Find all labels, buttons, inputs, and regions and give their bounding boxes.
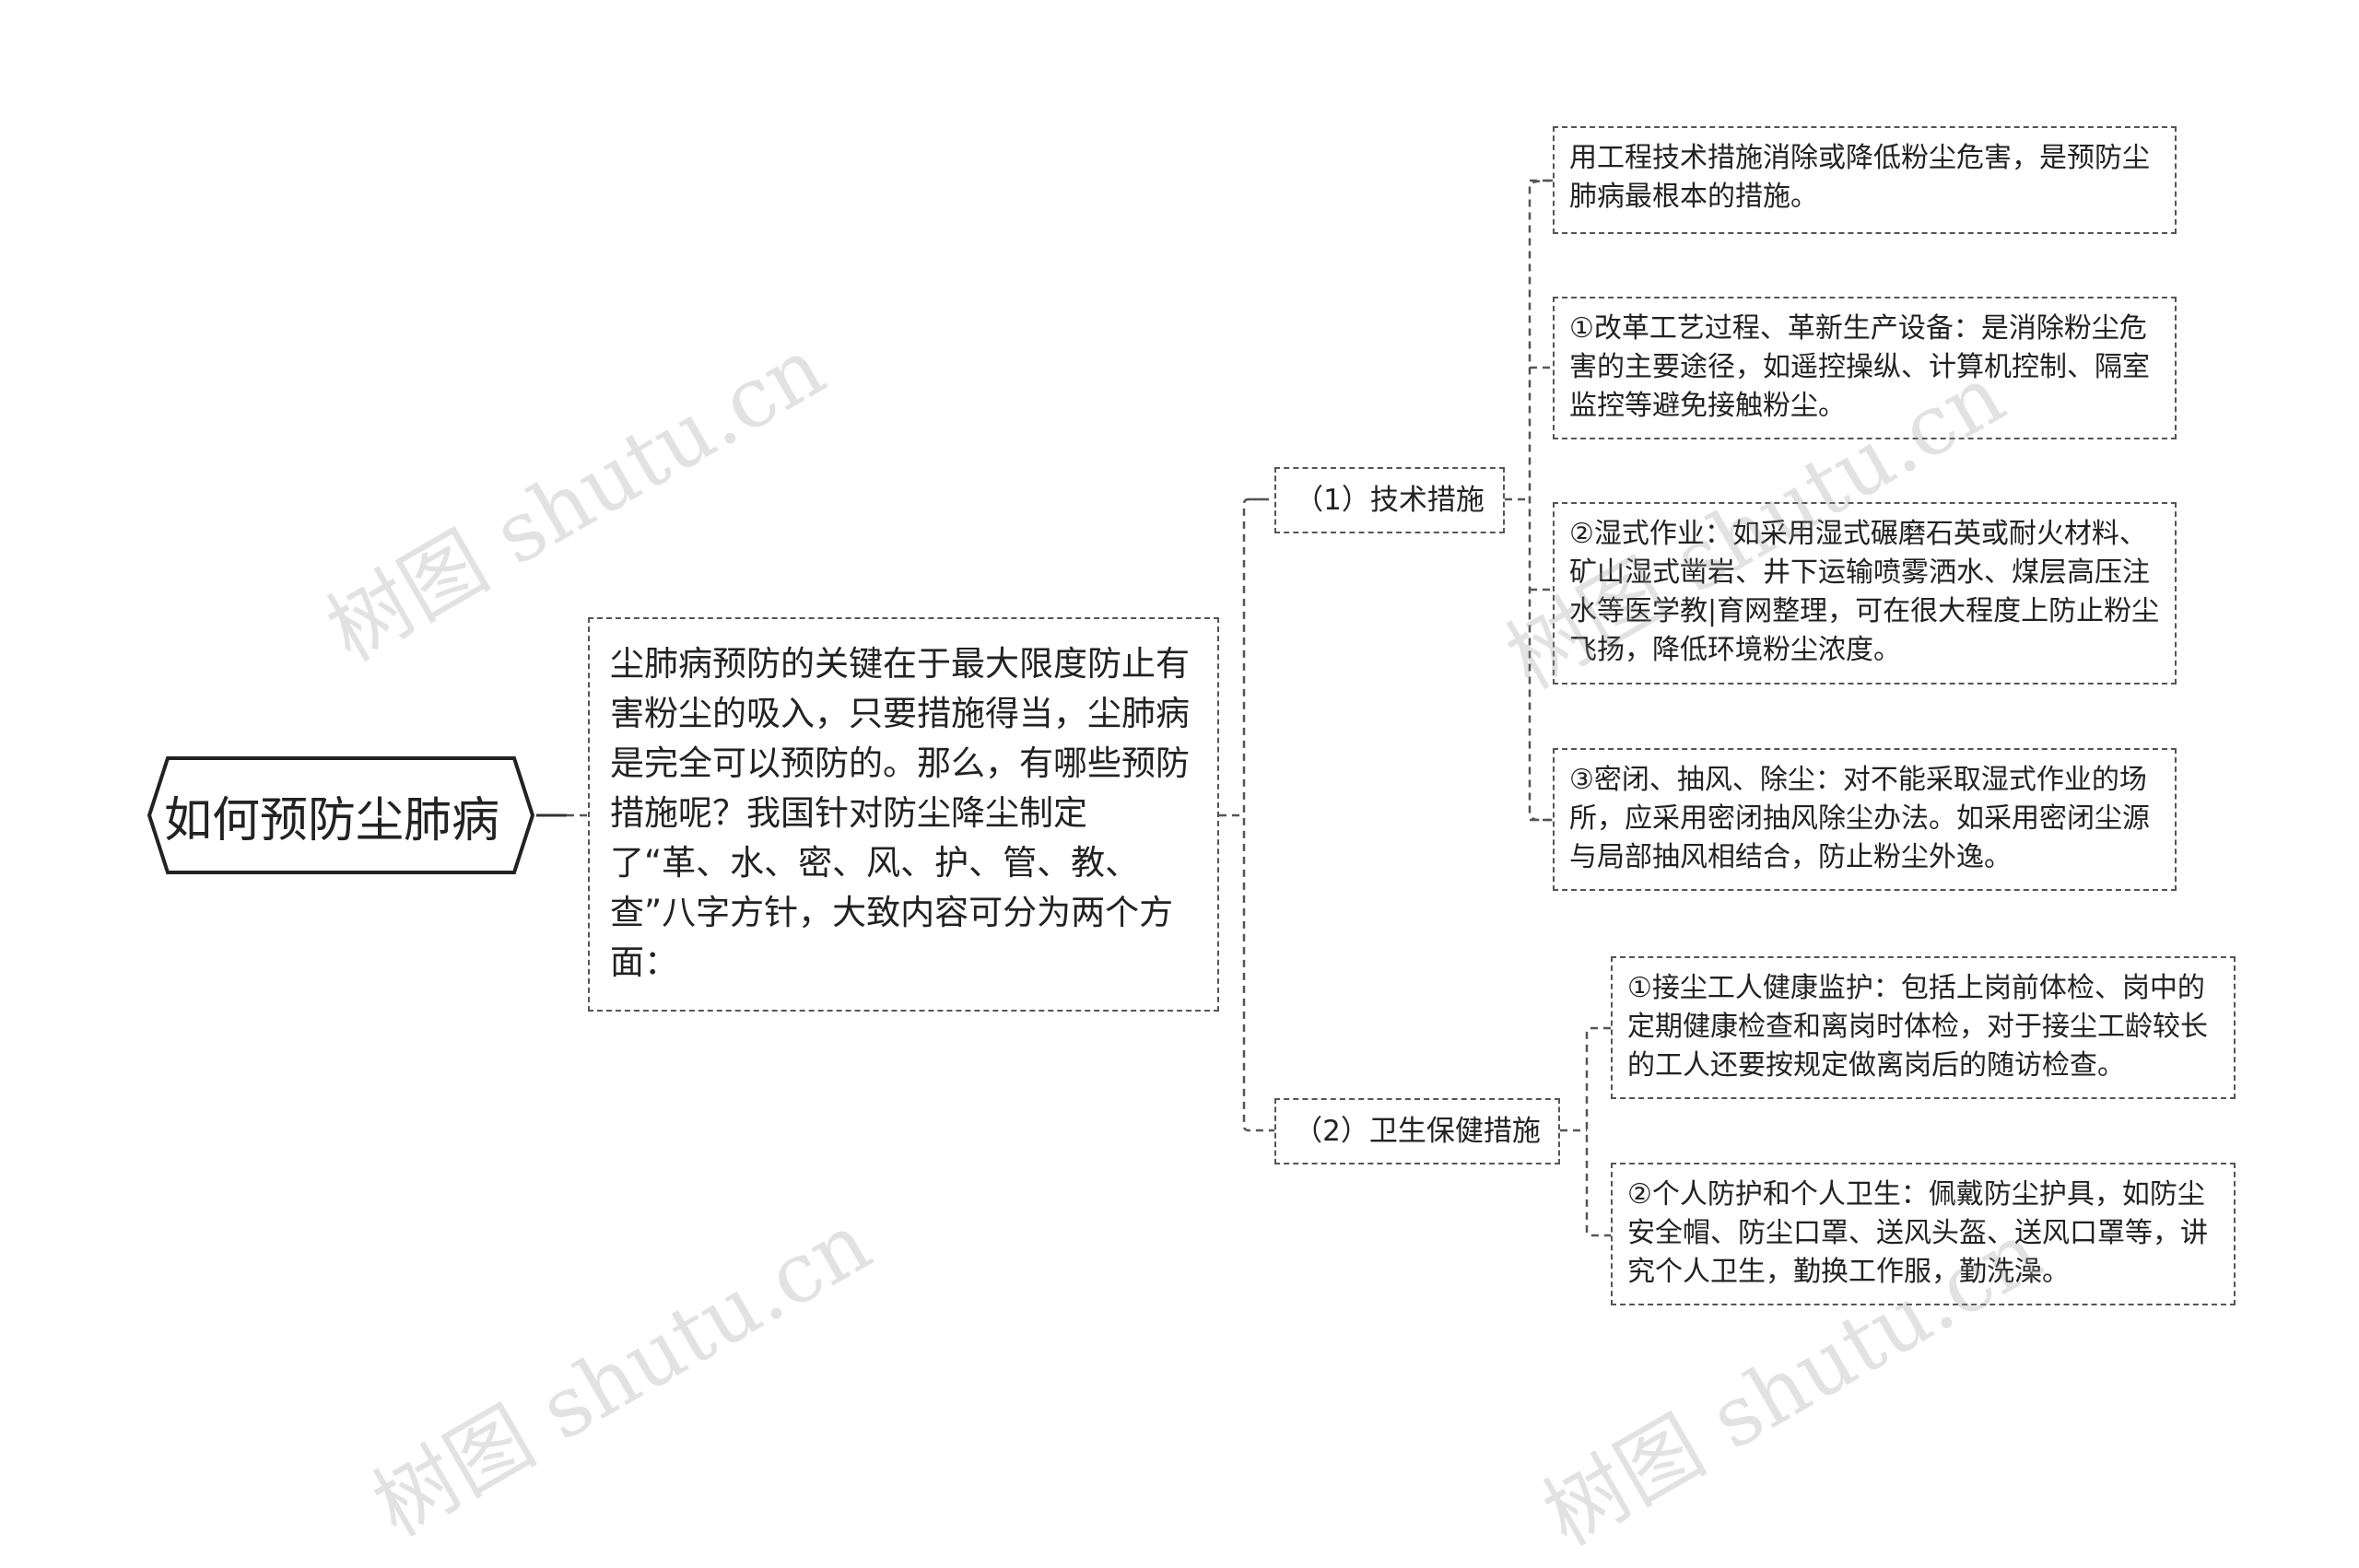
leaf-text: ①改革工艺过程、革新生产设备：是消除粉尘危害的主要途径，如遥控操纵、计算机控制、… [1569,312,2150,422]
branch-technical-measures[interactable]: （1）技术措施 [1274,467,1505,533]
root-node[interactable]: 如何预防尘肺病 [129,755,534,875]
leaf-health-monitoring[interactable]: ①接尘工人健康监护：包括上岗前体检、岗中的定期健康检查和离岗时体检，对于接尘工龄… [1611,956,2236,1099]
leaf-text: ②个人防护和个人卫生：佩戴防尘护具，如防尘安全帽、防尘口罩、送风头盔、送风口罩等… [1627,1178,2208,1288]
branch-health-measures[interactable]: （2）卫生保健措施 [1274,1098,1560,1164]
leaf-wet-operation[interactable]: ②湿式作业：如采用湿式碾磨石英或耐火材料、矿山湿式凿岩、井下运输喷雾洒水、煤层高… [1553,502,2177,685]
root-title: 如何预防尘肺病 [163,792,499,848]
leaf-sealing-ventilation[interactable]: ③密闭、抽风、除尘：对不能采取湿式作业的场所，应采用密闭抽风除尘办法。如采用密闭… [1553,748,2177,891]
leaf-engineering-measures[interactable]: 用工程技术措施消除或降低粉尘危害，是预防尘肺病最根本的措施。 [1553,126,2177,234]
branch-label: （1）技术措施 [1295,483,1485,517]
intro-text: 尘肺病预防的关键在于最大限度防止有害粉尘的吸入，只要措施得当，尘肺病是完全可以预… [610,644,1190,982]
leaf-text: ②湿式作业：如采用湿式碾磨石英或耐火材料、矿山湿式凿岩、井下运输喷雾洒水、煤层高… [1569,518,2160,666]
leaf-personal-protection[interactable]: ②个人防护和个人卫生：佩戴防尘护具，如防尘安全帽、防尘口罩、送风头盔、送风口罩等… [1611,1163,2236,1305]
leaf-text: 用工程技术措施消除或降低粉尘危害，是预防尘肺病最根本的措施。 [1569,142,2150,213]
intro-node[interactable]: 尘肺病预防的关键在于最大限度防止有害粉尘的吸入，只要措施得当，尘肺病是完全可以预… [588,617,1219,1012]
connector-lines [536,179,1611,1237]
leaf-text: ③密闭、抽风、除尘：对不能采取湿式作业的场所，应采用密闭抽风除尘办法。如采用密闭… [1569,764,2150,873]
leaf-process-reform[interactable]: ①改革工艺过程、革新生产设备：是消除粉尘危害的主要途径，如遥控操纵、计算机控制、… [1553,297,2177,439]
root-hexagon-shape [147,756,534,874]
leaf-text: ①接尘工人健康监护：包括上岗前体检、岗中的定期健康检查和离岗时体检，对于接尘工龄… [1627,972,2208,1082]
branch-label: （2）卫生保健措施 [1294,1114,1541,1148]
